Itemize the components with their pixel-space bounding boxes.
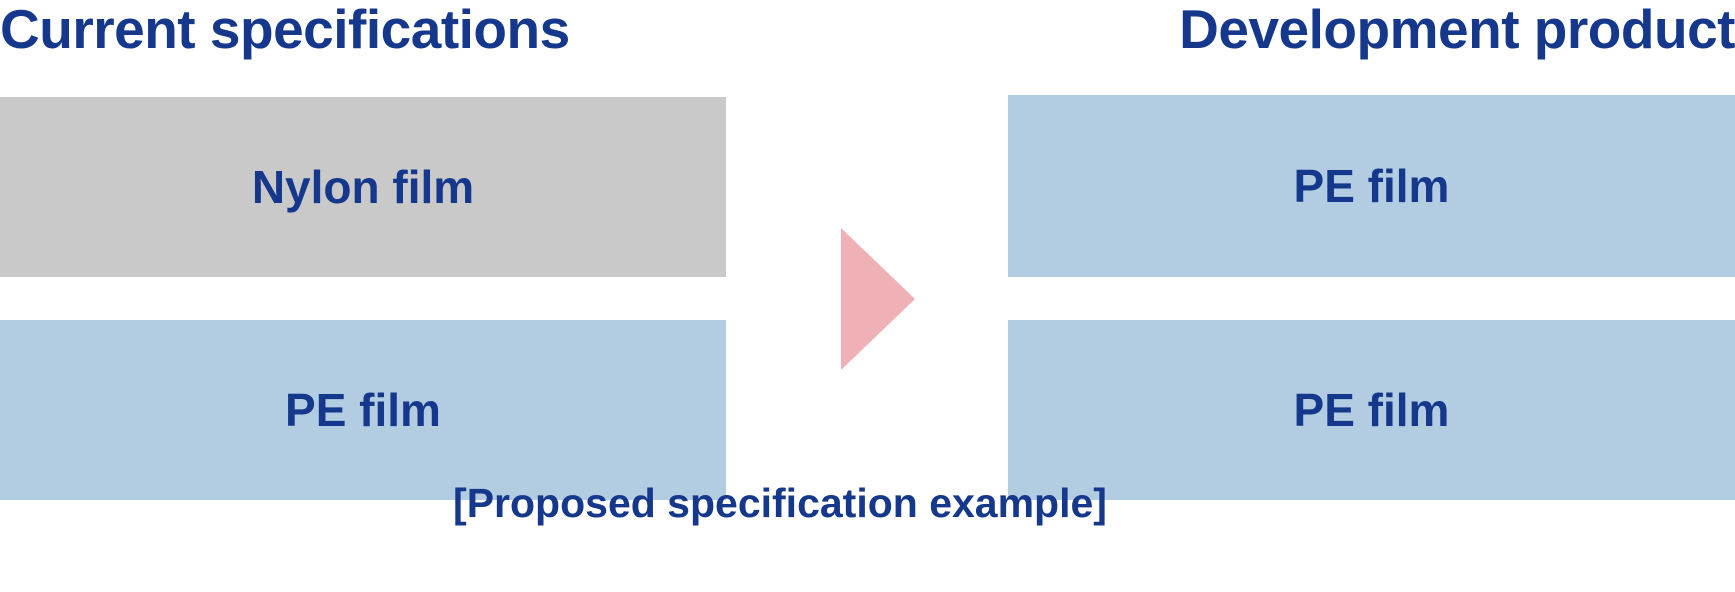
right-triangle-arrow-icon — [841, 228, 915, 370]
layer-label-nylon-film: Nylon film — [251, 161, 475, 213]
layer-left-nylon-film: Nylon film — [0, 97, 726, 277]
layer-left-pe-film: PE film — [0, 320, 726, 500]
layer-label-pe-film-right-bottom: PE film — [1293, 384, 1450, 436]
layer-right-pe-film-top: PE film — [1008, 95, 1735, 277]
layer-right-pe-film-bottom: PE film — [1008, 320, 1735, 500]
current-specifications-title: Current specifications — [0, 0, 570, 60]
layer-label-pe-film-right-top: PE film — [1293, 160, 1450, 212]
layer-label-pe-film-left: PE film — [285, 384, 441, 436]
arrow-shape — [841, 228, 915, 370]
figure-caption: [Proposed specification example] — [453, 480, 1107, 526]
development-product-title: Development product — [1179, 0, 1735, 60]
